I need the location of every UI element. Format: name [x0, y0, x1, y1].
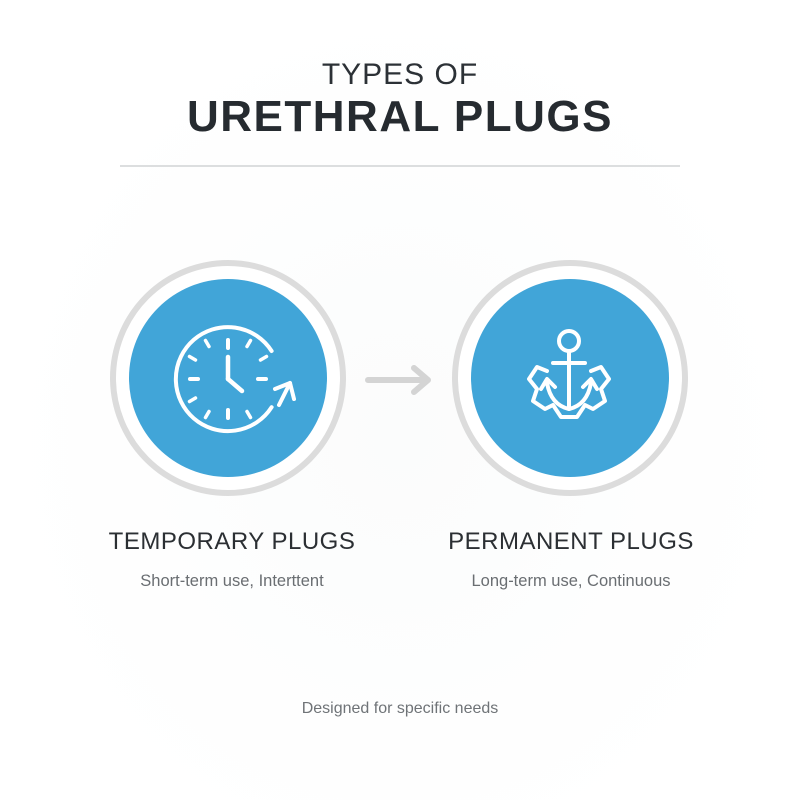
title-line-1: TYPES OF [321, 58, 479, 91]
footer-note: Designed for specific needs [301, 700, 499, 717]
clock-refresh-icon [173, 325, 296, 434]
permanent-plugs-badge [471, 279, 669, 477]
permanent-plugs-description: Long-term use, Continuous [471, 572, 671, 590]
anchor-gear-icon [527, 329, 611, 419]
temporary-plugs-label: TEMPORARY PLUGS [108, 528, 356, 555]
page-title: URETHRAL PLUGS [187, 92, 613, 141]
arrow-right-icon [365, 365, 431, 395]
temporary-plugs-circle [110, 260, 346, 496]
permanent-plugs-label: PERMANENT PLUGS [448, 528, 694, 555]
temporary-plugs-badge [129, 279, 327, 477]
title-divider [120, 165, 680, 167]
temporary-plugs-description: Short-term use, Interttent [140, 572, 324, 590]
permanent-plugs-circle [452, 260, 688, 496]
